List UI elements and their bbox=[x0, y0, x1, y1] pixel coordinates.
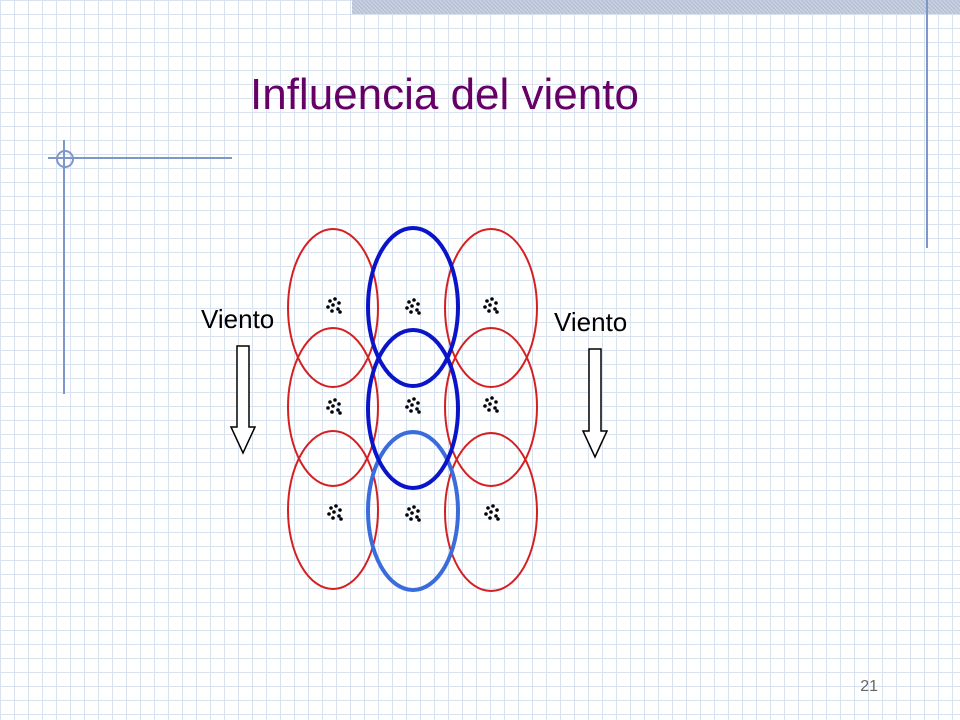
right-column-ellipses bbox=[444, 228, 538, 592]
decor-vertical-right bbox=[926, 0, 928, 248]
wind-arrow-left-icon bbox=[229, 345, 257, 455]
ellipse-left-middle bbox=[287, 327, 379, 487]
center-column-ellipses bbox=[366, 226, 460, 592]
seed-cluster bbox=[326, 297, 342, 314]
ellipse-right-middle bbox=[444, 327, 538, 487]
ellipse-left-top bbox=[287, 228, 379, 388]
ellipse-right-top bbox=[444, 228, 538, 388]
seed-cluster bbox=[405, 397, 421, 414]
seed-cluster bbox=[484, 504, 500, 521]
header-band bbox=[352, 0, 960, 14]
left-column-ellipses bbox=[287, 228, 379, 590]
page-number: 21 bbox=[860, 678, 878, 695]
seed-cluster bbox=[405, 298, 421, 315]
seed-cluster bbox=[483, 297, 499, 314]
ellipse-right-bottom bbox=[444, 432, 538, 592]
wind-label-left: Viento bbox=[201, 304, 274, 334]
wind-arrow-right-icon bbox=[581, 348, 609, 459]
decor-target-circle bbox=[56, 150, 74, 168]
ellipse-center-bottom bbox=[366, 430, 460, 592]
decor-vertical-left bbox=[63, 140, 65, 394]
wind-label-right: Viento bbox=[554, 307, 627, 337]
decor-horizontal-left bbox=[48, 157, 232, 159]
seed-cluster bbox=[405, 505, 421, 522]
ellipse-center-top bbox=[366, 226, 460, 388]
slide-title: Influencia del viento bbox=[250, 70, 639, 119]
seed-cluster bbox=[327, 504, 343, 521]
ellipse-left-bottom bbox=[287, 430, 379, 590]
seed-cluster bbox=[326, 398, 342, 415]
seed-cluster bbox=[483, 396, 499, 413]
ellipse-center-middle bbox=[366, 328, 460, 490]
